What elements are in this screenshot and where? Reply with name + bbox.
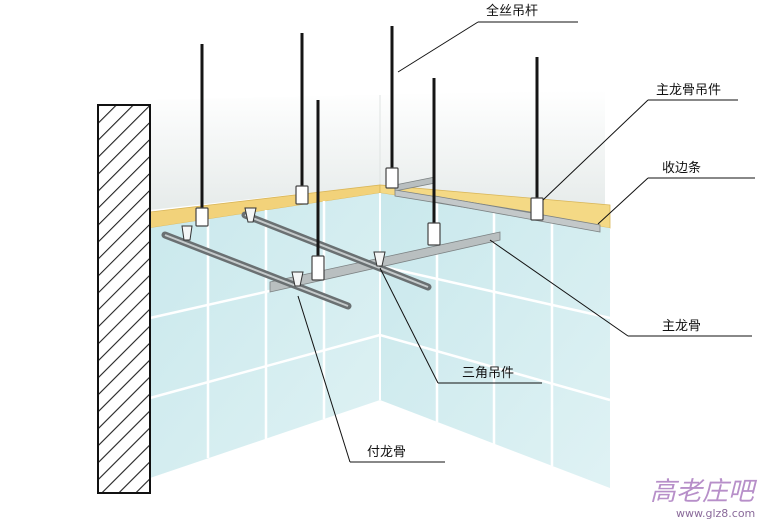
structural-wall-section [97,104,151,494]
label-main-keel-hanger: 主龙骨吊件 [656,83,721,98]
label-threaded-rod: 全丝吊杆 [486,3,538,19]
label-edge-strip: 收边条 [662,160,701,176]
threaded-rods [200,26,539,258]
component-labels: 全丝吊杆 主龙骨吊件 收边条 主龙骨 三角吊件 付龙骨 [367,3,721,460]
right-wall-tiles [379,193,611,488]
ceiling-slab [150,90,605,210]
leader-lines [297,21,755,463]
label-triangle-hanger: 三角吊件 [462,366,514,381]
label-main-keel: 主龙骨 [662,319,701,334]
sub-keel-rails [161,211,432,310]
main-keel-hangers [195,167,544,281]
watermark-url: www.glz8.com [676,507,755,520]
watermark: 高老庄吧 www.glz8.com [650,477,758,520]
label-sub-keel: 付龙骨 [367,445,406,460]
triangle-hangers [181,207,386,287]
watermark-logo: 高老庄吧 [650,477,758,507]
